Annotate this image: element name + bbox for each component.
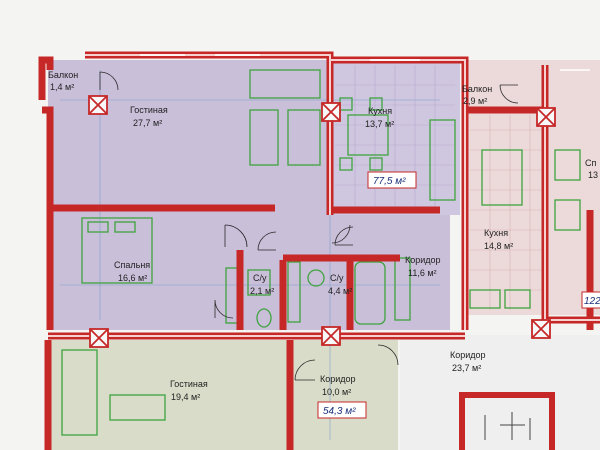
- room-name-balcony-left: Балкон: [48, 70, 78, 80]
- room-name-wc-1: С/у: [253, 273, 267, 283]
- room-name-corridor-top: Коридор: [405, 255, 441, 265]
- furniture: [61, 69, 581, 436]
- column-5: [321, 326, 341, 346]
- room-name-corridor-hall: Коридор: [450, 350, 486, 360]
- dining-table-top: [347, 114, 389, 156]
- chair-right: [554, 199, 581, 231]
- toilet-wc1: [256, 308, 272, 328]
- room-area-kitchen-top: 13,7 м²: [365, 119, 394, 129]
- room-name-cut-right: Сп: [585, 158, 596, 168]
- room-name-kitchen-right: Кухня: [484, 228, 508, 238]
- kitchen-counter-top: [429, 119, 456, 201]
- total-right-text: 122: [584, 296, 600, 307]
- room-name-kitchen-top: Кухня: [368, 106, 392, 116]
- column-4: [89, 328, 109, 348]
- pillow-1: [87, 221, 109, 233]
- sofa-bottom: [61, 349, 98, 436]
- room-area-wc-2: 4,4 м²: [328, 286, 352, 296]
- wardrobe-corridor: [394, 257, 411, 321]
- room-area-wc-1: 2,1 м²: [250, 286, 274, 296]
- tv-stand-top: [287, 109, 321, 166]
- sofa-top: [249, 69, 321, 99]
- room-area-kitchen-right: 14,8 м²: [484, 241, 513, 251]
- column-3: [536, 107, 556, 127]
- shelf-wc2: [287, 261, 301, 323]
- right-unit-area: [465, 60, 600, 315]
- room-name-balcony-right: Балкон: [462, 84, 492, 94]
- room-area-cut-right: 13: [588, 170, 598, 180]
- room-area-corridor-top: 11,6 м²: [408, 268, 437, 278]
- table-bottom: [109, 394, 166, 421]
- columns: [88, 95, 556, 348]
- chair-4: [369, 157, 383, 171]
- total-top-text: 77,5 м²: [373, 176, 406, 187]
- bed: [81, 217, 153, 284]
- room-name-wc-2: С/у: [330, 273, 344, 283]
- room-area-living-bottom: 19,4 м²: [171, 392, 200, 402]
- room-area-balcony-right: 2,9 м²: [463, 96, 487, 106]
- toilet-wc2: [307, 269, 325, 287]
- room-area-bedroom: 16,6 м²: [118, 273, 147, 283]
- apartment-totals: 77,5 м² 54,3 м² 122: [317, 171, 600, 419]
- apartment-bottom-area: [48, 340, 398, 450]
- chair-3: [339, 157, 353, 171]
- column-1: [88, 95, 108, 115]
- room-name-bedroom: Спальня: [114, 260, 150, 270]
- total-right-box: [581, 291, 600, 309]
- doors: [99, 71, 519, 381]
- chair-2: [369, 97, 383, 111]
- total-top-box: [367, 171, 417, 189]
- dining-table-right: [481, 149, 523, 206]
- bathtub: [354, 261, 386, 325]
- desk-right: [554, 149, 581, 181]
- room-name-corridor-bottom: Коридор: [320, 374, 356, 384]
- cabinet-right-1: [469, 289, 501, 309]
- room-area-living-top: 27,7 м²: [133, 118, 162, 128]
- sink-wc1: [247, 269, 271, 296]
- total-bottom-box: [317, 401, 367, 419]
- room-name-living-top: Гостиная: [130, 105, 168, 115]
- stair-shaft: [459, 392, 555, 450]
- room-area-corridor-bottom: 10,0 м²: [322, 387, 351, 397]
- room-labels: Балкон 1,4 м² Гостиная 27,7 м² Кухня 13,…: [48, 70, 598, 402]
- shaft-marks: [484, 412, 531, 440]
- room-area-corridor-hall: 23,7 м²: [452, 363, 481, 373]
- cabinet-right-2: [504, 289, 531, 309]
- armchair-top: [249, 109, 279, 166]
- room-area-balcony-left: 1,4 м²: [50, 82, 74, 92]
- column-2: [321, 102, 341, 122]
- windows: [140, 54, 590, 71]
- total-bottom-text: 54,3 м²: [323, 406, 356, 417]
- column-6: [531, 319, 551, 339]
- pillow-2: [114, 221, 136, 233]
- room-name-living-bottom: Гостиная: [170, 379, 208, 389]
